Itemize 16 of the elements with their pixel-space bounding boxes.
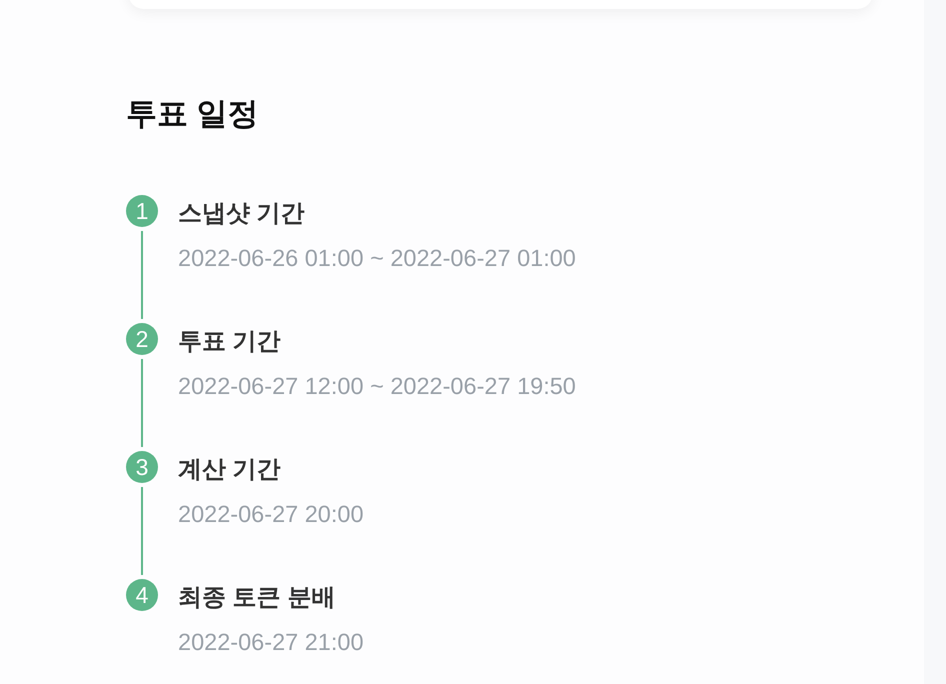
step-number: 1: [126, 195, 158, 227]
step-date: 2022-06-27 20:00: [178, 500, 364, 528]
timeline-connector: [141, 359, 143, 447]
step-date: 2022-06-27 12:00 ~ 2022-06-27 19:50: [178, 372, 576, 400]
section-title: 투표 일정: [126, 95, 259, 133]
step-number: 4: [126, 579, 158, 611]
step-number: 2: [126, 323, 158, 355]
timeline-connector: [141, 231, 143, 319]
step-title: 계산 기간: [178, 455, 281, 485]
step-number: 3: [126, 451, 158, 483]
step-date: 2022-06-27 21:00: [178, 628, 364, 656]
step-date: 2022-06-26 01:00 ~ 2022-06-27 01:00: [178, 244, 576, 272]
step-title: 최종 토큰 분배: [178, 583, 336, 613]
step-title: 투표 기간: [178, 327, 281, 357]
timeline-connector: [141, 487, 143, 575]
step-title: 스냅샷 기간: [178, 199, 305, 229]
